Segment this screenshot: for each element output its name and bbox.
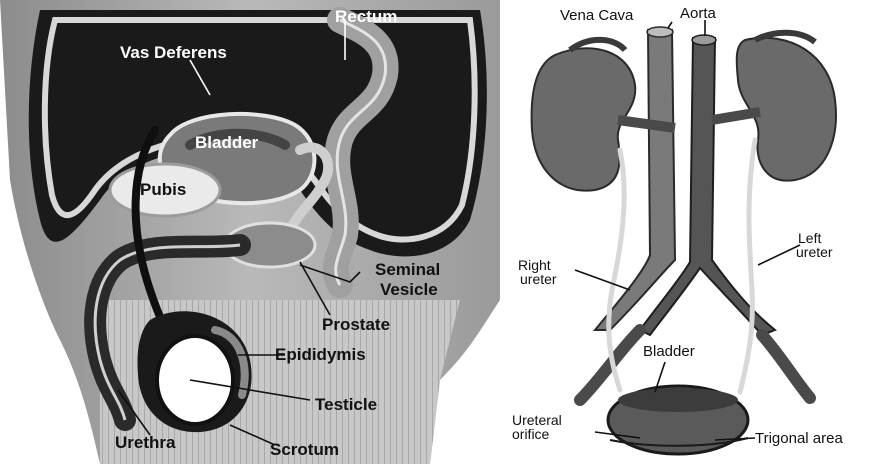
scrotum-label: Scrotum — [270, 440, 339, 459]
testicle-label: Testicle — [315, 395, 377, 414]
vena-cava-opening — [647, 27, 673, 37]
pubis-label: Pubis — [140, 180, 186, 199]
urinary-tract-svg: Vena Cava Aorta Left ureter Right ureter… — [500, 0, 874, 464]
testicle — [157, 336, 233, 424]
pelvis-cross-section-illustration: Rectum Vas Deferens Bladder Pubis Semina… — [0, 0, 500, 464]
urinary-tract-illustration: Vena Cava Aorta Left ureter Right ureter… — [500, 0, 874, 464]
bladder-rim — [618, 388, 738, 412]
aorta-label: Aorta — [680, 5, 717, 22]
left-ureter — [740, 140, 755, 392]
left-iliac — [762, 335, 810, 398]
rectum-label: Rectum — [335, 7, 397, 26]
pelvis-cross-section-svg: Rectum Vas Deferens Bladder Pubis Semina… — [0, 0, 500, 464]
prostate-label: Prostate — [322, 315, 390, 334]
aorta-opening — [692, 35, 716, 45]
urethra-label: Urethra — [115, 433, 176, 452]
left-ureter-leader — [758, 245, 800, 265]
vena-cava-leader — [668, 22, 672, 28]
vena-cava-label: Vena Cava — [560, 7, 634, 24]
right-ureter-leader — [575, 270, 630, 290]
epididymis-label: Epididymis — [275, 345, 366, 364]
bladder-label: Bladder — [195, 133, 259, 152]
trigonal-area-label: Trigonal area — [755, 430, 843, 447]
bladder-organ-label: Bladder — [643, 343, 695, 360]
left-renal-vessel — [712, 112, 760, 120]
right-ureter-label-line2: ureter — [520, 271, 557, 287]
seminal-vesicle-label-line2: Vesicle — [380, 280, 438, 299]
ureteral-orifice-label-line2: orifice — [512, 426, 550, 442]
vas-deferens-label: Vas Deferens — [120, 43, 227, 62]
seminal-vesicle-label-line1: Seminal — [375, 260, 440, 279]
left-ureter-label-line2: ureter — [796, 244, 833, 260]
